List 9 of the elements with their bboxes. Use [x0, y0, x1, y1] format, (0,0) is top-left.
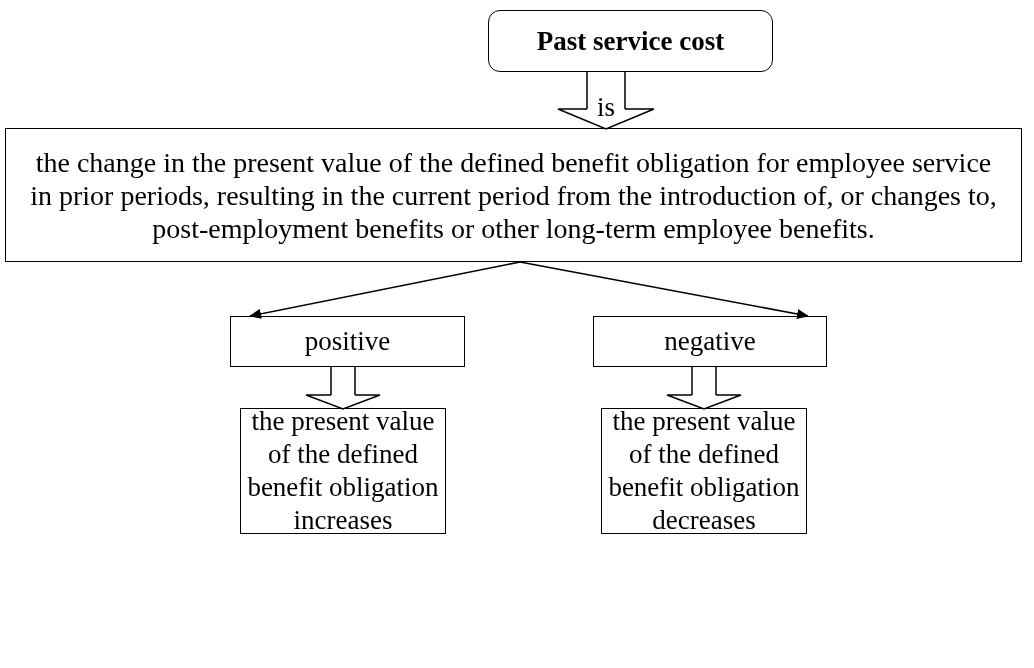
text-box: the change in the present value of the defined benefit obligation for employee service in prior periods, resulting in the current period from the introduction of, or changes to, post-employment benefits or other long-term employee benefits.: [5, 128, 1022, 262]
edge-label: is: [596, 94, 616, 121]
arrow: [519, 261, 809, 319]
arrow: [249, 261, 521, 319]
text-box: negative: [593, 316, 827, 367]
text-box: the present value of the defined benefit obligation increases: [240, 408, 446, 534]
text-box: positive: [230, 316, 465, 367]
text-box: the present value of the defined benefit obligation decreases: [601, 408, 807, 534]
title-box: Past service cost: [488, 10, 773, 72]
